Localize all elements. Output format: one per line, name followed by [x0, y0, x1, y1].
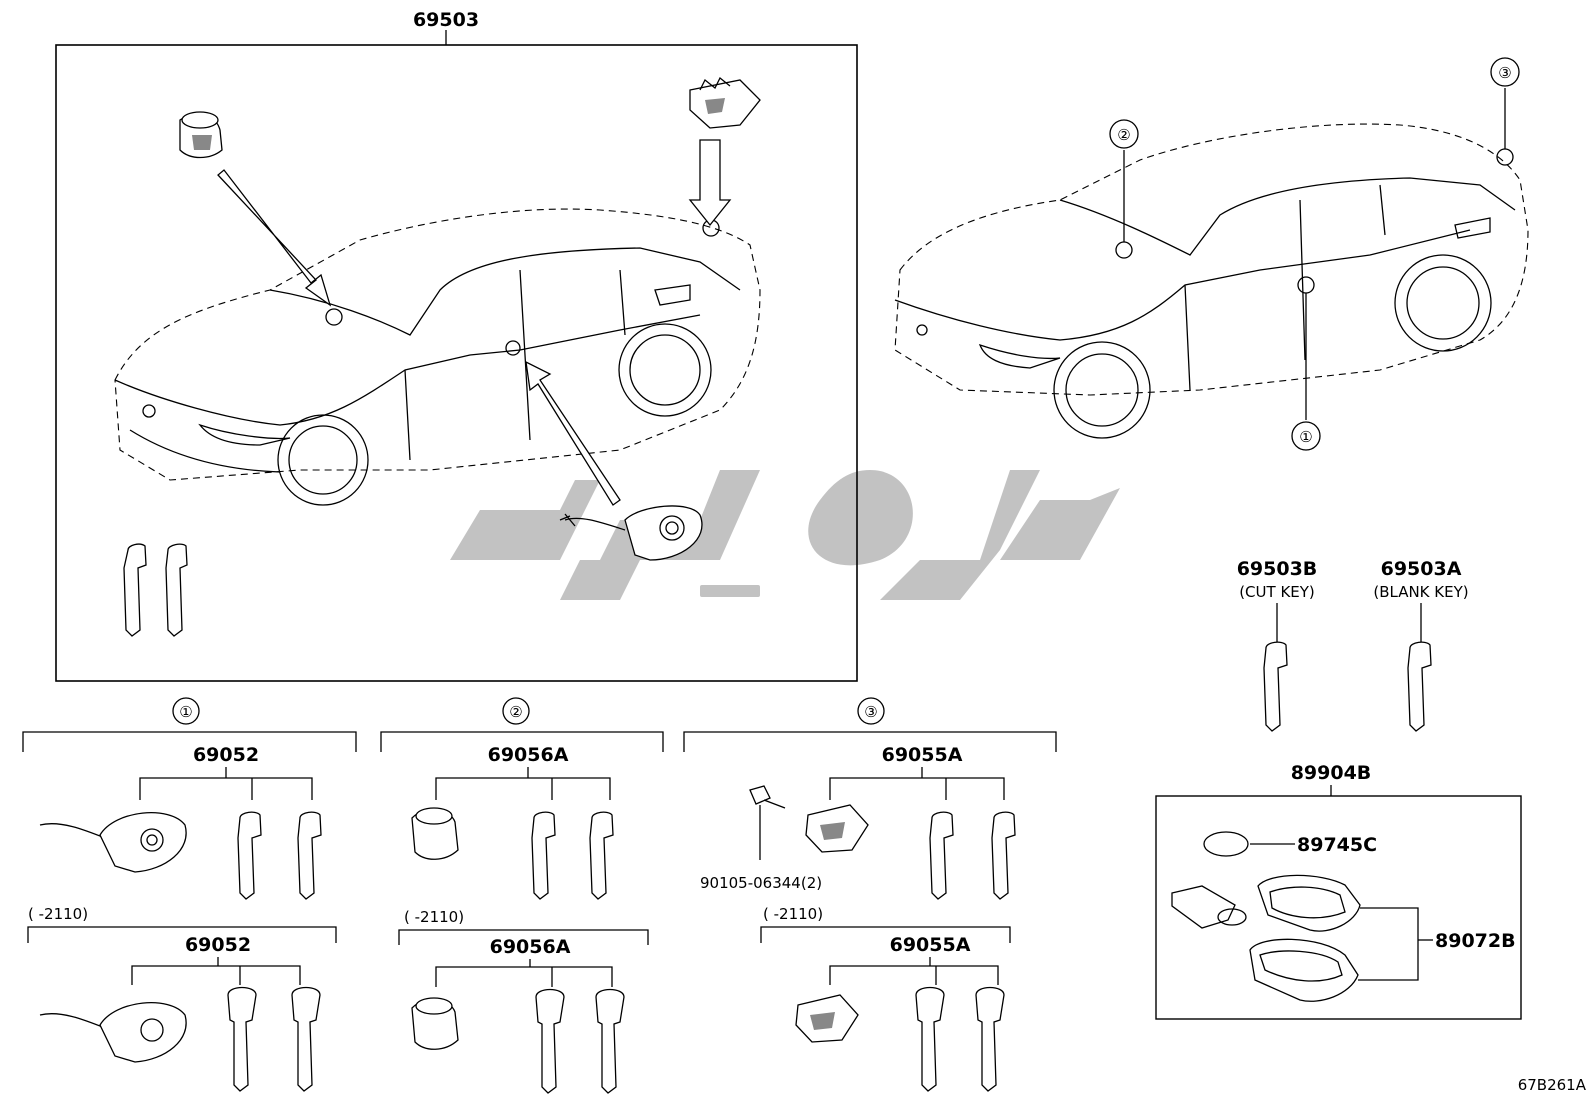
watermark-logo [450, 470, 1120, 600]
door-lock-cylinder-part [179, 111, 223, 159]
car-illustration-locator [894, 123, 1529, 439]
group-2-callout: ② [509, 703, 522, 721]
group-3-top-number: 69055A [882, 744, 963, 766]
group-3: ③ 69055A 90105-06344(2) ( -2110) 69055A [683, 697, 1057, 1092]
group-3-bolt-number: 90105-06344(2) [700, 874, 822, 892]
blank-key-desc: (BLANK KEY) [1373, 583, 1468, 601]
group-3-range: ( -2110) [763, 905, 823, 923]
diagram-code: 67B261A [1518, 1076, 1587, 1094]
battery-part [1203, 831, 1249, 857]
smart-key-group: 89904B 89745C 89072B [1155, 762, 1522, 1020]
main-set-frame [55, 44, 858, 682]
smart-key-number: 89904B [1291, 762, 1372, 784]
callout-3-label: ③ [1498, 64, 1511, 82]
cut-key-part [1263, 641, 1288, 732]
group-1-top-number: 69052 [193, 744, 259, 766]
battery-number: 89745C [1297, 834, 1377, 856]
main-keys [123, 543, 188, 637]
trunk-lock-part [689, 76, 761, 129]
group-2-bottom-number: 69056A [490, 936, 571, 958]
group-1-bottom-number: 69052 [185, 934, 251, 956]
group-1-range: ( -2110) [28, 905, 88, 923]
main-set-number: 69503 [413, 9, 479, 31]
group-2: ② 69056A ( -2110) 69056A [380, 697, 664, 1094]
ignition-switch-part [559, 505, 703, 561]
group-1: ① 69052 ( -2110) 69052 [22, 697, 357, 1092]
group-2-top-number: 69056A [488, 744, 569, 766]
indicator-arrows [217, 139, 732, 506]
group-3-bottom-number: 69055A [890, 934, 971, 956]
car-illustration-main [114, 208, 761, 506]
callout-2-label: ② [1117, 126, 1130, 144]
fob-part [1257, 874, 1361, 932]
callout-1-label: ① [1299, 428, 1312, 446]
blank-key-part [1407, 641, 1432, 732]
cut-key-number: 69503B [1237, 558, 1318, 580]
blank-key-number: 69503A [1381, 558, 1462, 580]
locator-callouts: ② ③ ① [1109, 57, 1520, 451]
fob-number: 89072B [1435, 930, 1516, 952]
group-1-callout: ① [179, 703, 192, 721]
group-2-range: ( -2110) [404, 908, 464, 926]
smart-key-frame [1155, 795, 1522, 1020]
group-3-callout: ③ [864, 703, 877, 721]
cut-key-desc: (CUT KEY) [1239, 583, 1315, 601]
